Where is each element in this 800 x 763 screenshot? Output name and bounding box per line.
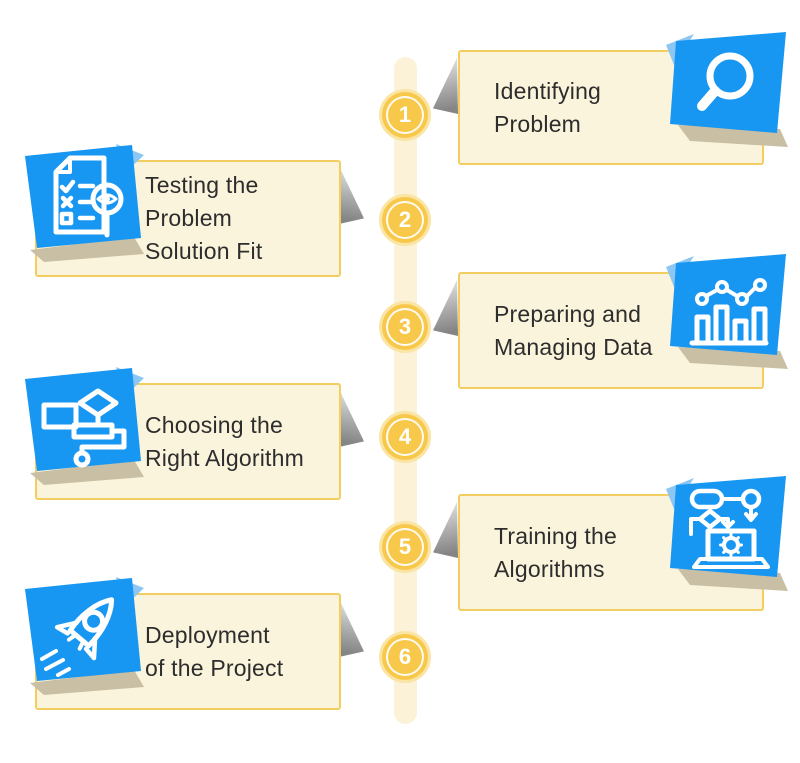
page-fold [433, 58, 458, 114]
timeline-bar [394, 57, 417, 724]
bar-chart-icon [666, 254, 788, 369]
step-title: Preparing and Managing Data [494, 300, 653, 360]
step-number-badge: 3 [379, 301, 431, 353]
flowchart-icon [25, 367, 144, 485]
step-title: Deployment of the Project [145, 621, 284, 681]
page-fold [433, 502, 458, 558]
magnifier-icon [666, 32, 788, 147]
step-title: Training the Algorithms [494, 522, 618, 582]
page-fold [339, 168, 364, 224]
step-number-badge: 4 [379, 411, 431, 463]
step-title: Testing the Problem Solution Fit [145, 172, 263, 264]
checklist-review-icon [25, 144, 144, 262]
page-fold [339, 601, 364, 657]
step-number-badge: 5 [379, 521, 431, 573]
step-number-badge: 2 [379, 194, 431, 246]
rocket-icon [25, 577, 144, 695]
step-number-badge: 6 [379, 631, 431, 683]
step-title: Identifying Problem [494, 77, 602, 137]
page-fold [339, 391, 364, 447]
page-fold [433, 280, 458, 336]
algorithm-training-icon [666, 476, 788, 591]
step-number-badge: 1 [379, 89, 431, 141]
step-title: Choosing the Right Algorithm [145, 411, 304, 471]
